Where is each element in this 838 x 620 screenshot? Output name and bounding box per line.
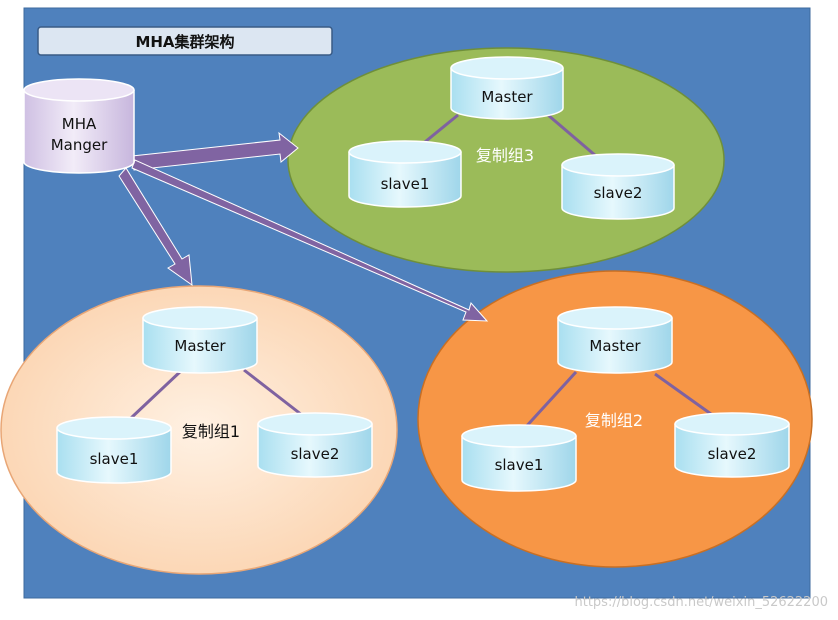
group-1-slave2-label: slave2 [291,445,340,463]
arrows [118,131,489,322]
arrow-to-group-1 [118,167,193,287]
group-1-master-label: Master [174,337,226,355]
group-2-label: 复制组2 [585,411,643,430]
group-2-slave1-db-icon [461,424,577,492]
group-1-slave1-label: slave1 [90,450,139,468]
group-3-slave1-label: slave1 [381,175,430,193]
group-1-master-db-icon [142,306,258,374]
mha-manager-label-line2: Manger [51,136,108,154]
group-1-connector-left [129,368,184,420]
group-1-connector-right [243,368,303,417]
group-2-slave2-db-icon [674,412,790,478]
replication-group-1: Master slave1 slave2 复制组1 [0,285,398,575]
group-2-slave1-label: slave1 [495,456,544,474]
group-2-master-db-icon [557,306,673,374]
diagram-title: MHA集群架构 [135,33,234,51]
title-box [37,26,333,56]
group-2-connector-left [521,370,578,432]
group-2-master-label: Master [589,337,641,355]
group-2-slave2-label: slave2 [708,445,757,463]
replication-group-3: Master slave1 slave2 复制组3 [287,47,725,273]
group-3-slave2-db-icon [561,153,675,220]
group-3-connector-right [547,113,604,164]
group-3-connector-left [419,113,459,148]
group-3-master-db-icon [450,56,564,120]
group-2-connector-right [654,372,712,416]
group-1-label: 复制组1 [182,422,240,441]
group-1-slave1-db-icon [56,416,172,484]
arrow-to-group-3 [131,131,299,171]
group-3-label: 复制组3 [476,146,534,165]
group-3-master-label: Master [481,88,533,106]
mha-manager-label-line1: MHA [62,115,97,133]
group-1-ellipse [0,285,398,575]
group-3-slave1-db-icon [348,140,462,208]
group-1-slave2-db-icon [257,412,373,478]
watermark: https://blog.csdn.net/weixin_52622200 [574,595,828,610]
mha-manager-db-icon [23,78,135,174]
arrow-to-group-2 [131,159,489,322]
group-2-ellipse [417,270,813,568]
replication-group-2: Master slave1 slave2 复制组2 [417,270,813,568]
group-3-slave2-label: slave2 [594,184,643,202]
